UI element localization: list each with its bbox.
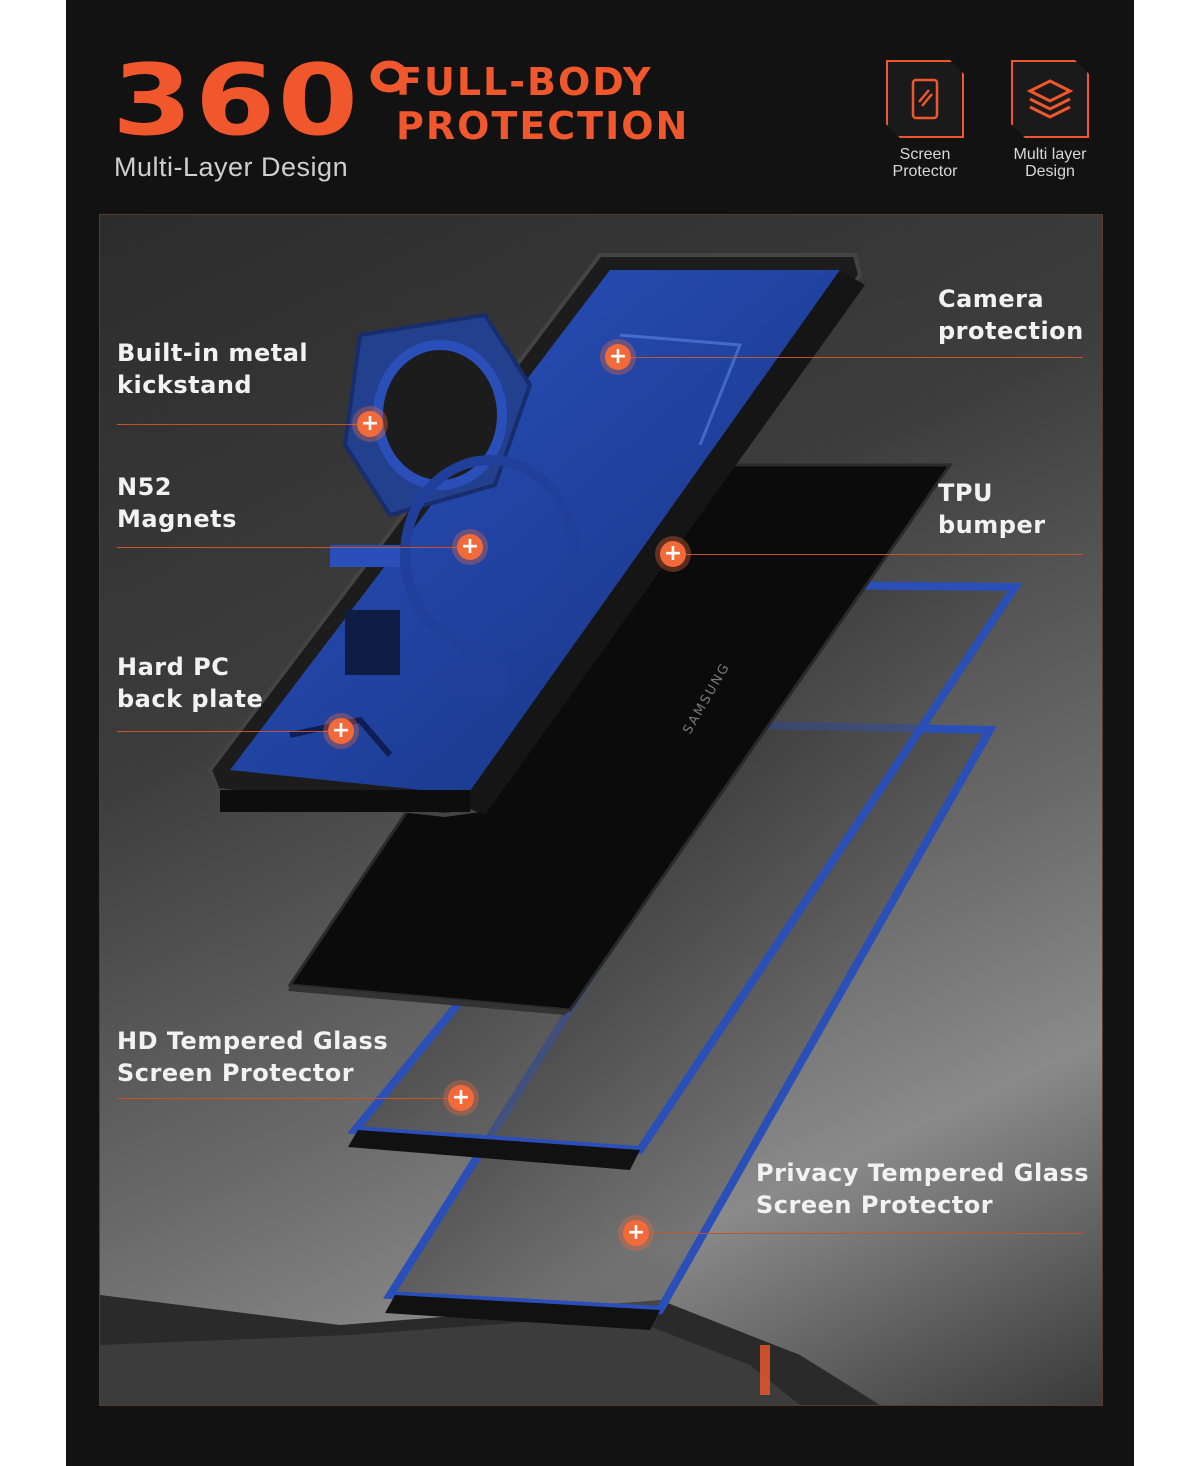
- feature-caption: Multi layer Design: [1013, 146, 1087, 180]
- feature-multi-layer: Multi layer Design: [995, 60, 1105, 180]
- headline: FULL-BODY PROTECTION: [396, 60, 689, 148]
- phone-case-illustration: SAMSUNG: [100, 253, 1023, 1405]
- hotspot-bumper[interactable]: +: [660, 541, 686, 567]
- leader-line: [117, 424, 367, 425]
- hotspot-privacy-glass[interactable]: +: [623, 1220, 649, 1246]
- leader-line: [618, 357, 1083, 358]
- hotspot-kickstand[interactable]: +: [357, 411, 383, 437]
- leader-line: [672, 554, 1083, 555]
- leader-line: [117, 547, 467, 548]
- product-scene: SAMSUNG Built-in me: [99, 214, 1103, 1406]
- leader-line: [117, 731, 347, 732]
- leader-line: [636, 1233, 1083, 1234]
- hotspot-hd-glass[interactable]: +: [448, 1085, 474, 1111]
- hotspot-camera[interactable]: +: [605, 344, 631, 370]
- hotspot-magnets[interactable]: +: [457, 534, 483, 560]
- kickstand: [330, 312, 580, 695]
- headline-line1: FULL-BODY: [396, 60, 653, 104]
- subtitle: Multi-Layer Design: [114, 152, 349, 182]
- headline-line2: PROTECTION: [396, 104, 690, 148]
- leader-line: [117, 1098, 457, 1099]
- layers-icon: [1011, 60, 1089, 138]
- feature-caption: Screen Protector: [892, 146, 958, 180]
- product-poster: 360° FULL-BODY PROTECTION Multi-Layer De…: [66, 0, 1134, 1466]
- screen-protector-icon: [886, 60, 964, 138]
- hotspot-back-plate[interactable]: +: [328, 718, 354, 744]
- hero-number: 360°: [112, 44, 421, 158]
- feature-screen-protector: Screen Protector: [870, 60, 980, 180]
